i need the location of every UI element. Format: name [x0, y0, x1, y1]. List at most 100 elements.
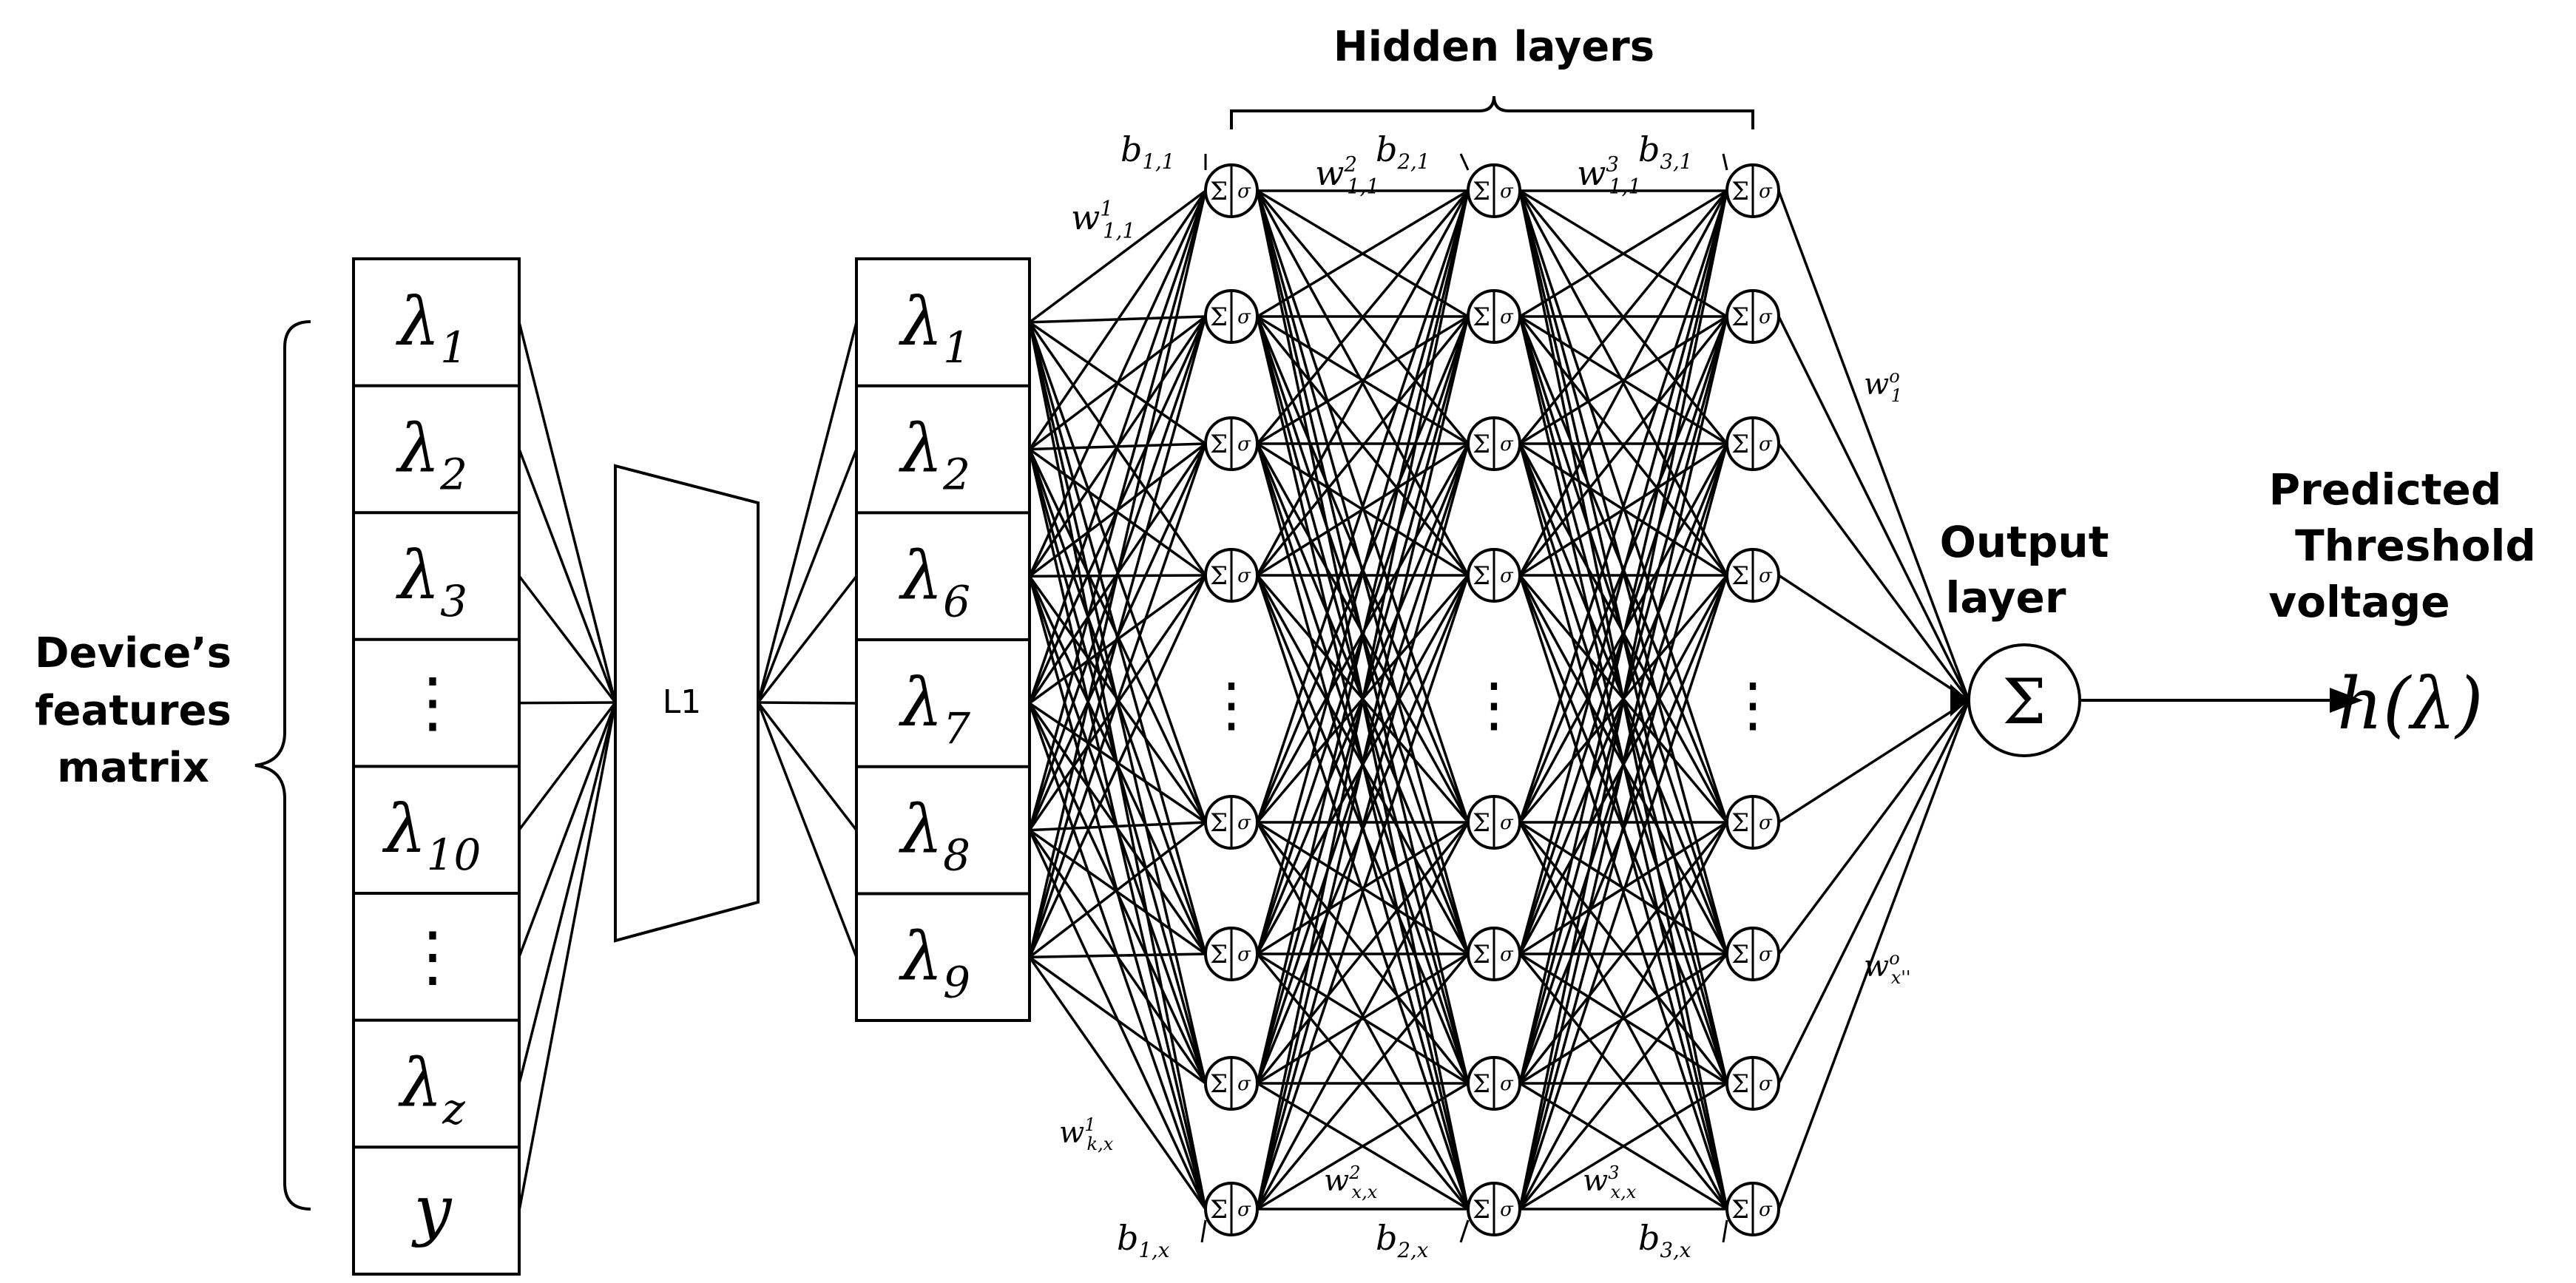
- neuron-sum-symbol: Σ: [1731, 1069, 1749, 1099]
- prediction-label-line-3: voltage: [2268, 577, 2450, 627]
- neuron-sum-symbol: Σ: [1473, 302, 1490, 332]
- input-feature-cell: λ10: [382, 791, 481, 880]
- hidden-to-hidden-edge: [1256, 952, 1470, 1211]
- neuron-sigma-symbol: σ: [1237, 944, 1251, 966]
- input-feature-cell: ⋮: [399, 918, 466, 995]
- input-to-hidden-edge: [1028, 190, 1207, 704]
- hidden-layer-ellipsis: ⋮: [1202, 670, 1261, 739]
- neuron-sigma-symbol: σ: [1237, 433, 1251, 456]
- input-to-hidden-edge: [1028, 190, 1207, 958]
- neuron-sum-symbol: Σ: [1731, 430, 1749, 459]
- hidden-to-output-edge: [1778, 574, 1970, 702]
- input-to-l1-edge: [518, 702, 617, 958]
- selected-feature-cell: λ1: [899, 283, 970, 373]
- bias-label: b1,1: [1120, 129, 1174, 174]
- neuron-sigma-symbol: σ: [1500, 306, 1514, 328]
- neuron-sum-symbol: Σ: [1731, 940, 1749, 969]
- input-to-hidden-edge: [1028, 316, 1207, 958]
- features-matrix-brace: [254, 320, 311, 1211]
- hidden-to-hidden-edge: [1519, 189, 1728, 318]
- neuron-sigma-symbol: σ: [1500, 433, 1514, 456]
- l1-to-selected-edge: [757, 701, 858, 831]
- input-feature-cell: ⋮: [399, 664, 466, 742]
- hidden-to-hidden-edge: [1256, 443, 1470, 1210]
- hidden-to-hidden-edge: [1518, 952, 1728, 1211]
- neuron-sum-symbol: Σ: [1731, 561, 1749, 591]
- neuron-sum-symbol: Σ: [1473, 940, 1490, 969]
- bias-leader-line: [1200, 1219, 1207, 1243]
- input-to-l1-edge: [518, 448, 617, 703]
- hidden-to-output-edge: [1777, 700, 1970, 1210]
- input-to-hidden-edge: [1028, 443, 1207, 958]
- hidden-to-hidden-edge: [1256, 190, 1470, 576]
- hidden-to-hidden-edge: [1518, 822, 1728, 1210]
- bias-leader-line: [1459, 1219, 1470, 1243]
- l1-block-label: L1: [663, 683, 702, 721]
- prediction-label-line-1: Predicted: [2269, 464, 2502, 515]
- selected-feature-cell: λ2: [899, 410, 970, 500]
- neuron-sigma-symbol: σ: [1759, 1199, 1773, 1221]
- hidden-to-hidden-edge: [1518, 189, 1728, 445]
- hidden-to-hidden-edge: [1256, 190, 1470, 955]
- hidden-to-output-edge: [1777, 442, 1970, 702]
- neuron-sum-symbol: Σ: [1210, 1069, 1228, 1099]
- neuron-sigma-symbol: σ: [1500, 812, 1514, 834]
- input-to-l1-edge: [518, 702, 617, 1084]
- selected-feature-cell: λ8: [899, 791, 970, 881]
- hidden-to-hidden-edge: [1256, 190, 1470, 1084]
- hidden-to-hidden-edge: [1256, 190, 1470, 823]
- neuron-sigma-symbol: σ: [1759, 180, 1773, 203]
- hidden-to-output-edge: [1777, 316, 1970, 701]
- output-sum-symbol: Σ: [2002, 666, 2046, 738]
- neuron-sum-symbol: Σ: [1210, 940, 1228, 969]
- input-to-hidden-edge: [1028, 955, 1207, 1085]
- hidden-layers-bracket: [1230, 95, 1754, 129]
- hidden-to-hidden-edge: [1256, 575, 1470, 1210]
- neuron-sum-symbol: Σ: [1473, 561, 1490, 591]
- l1-block: [614, 464, 760, 943]
- prediction-label-line-2: Threshold: [2295, 521, 2536, 571]
- hidden-to-hidden-edge: [1256, 822, 1470, 1210]
- neuron-sigma-symbol: σ: [1237, 1199, 1251, 1221]
- l1-to-selected-edge: [757, 575, 858, 704]
- l1-to-selected-edge: [757, 702, 858, 958]
- hidden-to-hidden-edge: [1518, 190, 1728, 955]
- neuron-sum-symbol: Σ: [1473, 1195, 1490, 1225]
- input-to-hidden-edge: [1029, 952, 1206, 959]
- neuron-sum-symbol: Σ: [1210, 1195, 1228, 1225]
- output-function-label: h(λ): [2337, 663, 2484, 745]
- selected-feature-cell: λ9: [899, 918, 970, 1007]
- hidden-to-output-edge: [1777, 699, 1970, 955]
- neuron-sum-symbol: Σ: [1731, 177, 1749, 206]
- input-to-l1-edge: [518, 322, 617, 703]
- neuron-sigma-symbol: σ: [1759, 433, 1773, 456]
- output-arrowhead: [2330, 688, 2363, 713]
- neuron-sum-symbol: Σ: [1731, 1195, 1749, 1225]
- selected-feature-cell: λ7: [899, 664, 970, 754]
- neuron-sum-symbol: Σ: [1210, 302, 1228, 332]
- hidden-to-hidden-edge: [1518, 190, 1728, 576]
- hidden-to-output-edge: [1777, 190, 1970, 701]
- bias-label: b3,x: [1638, 1218, 1691, 1262]
